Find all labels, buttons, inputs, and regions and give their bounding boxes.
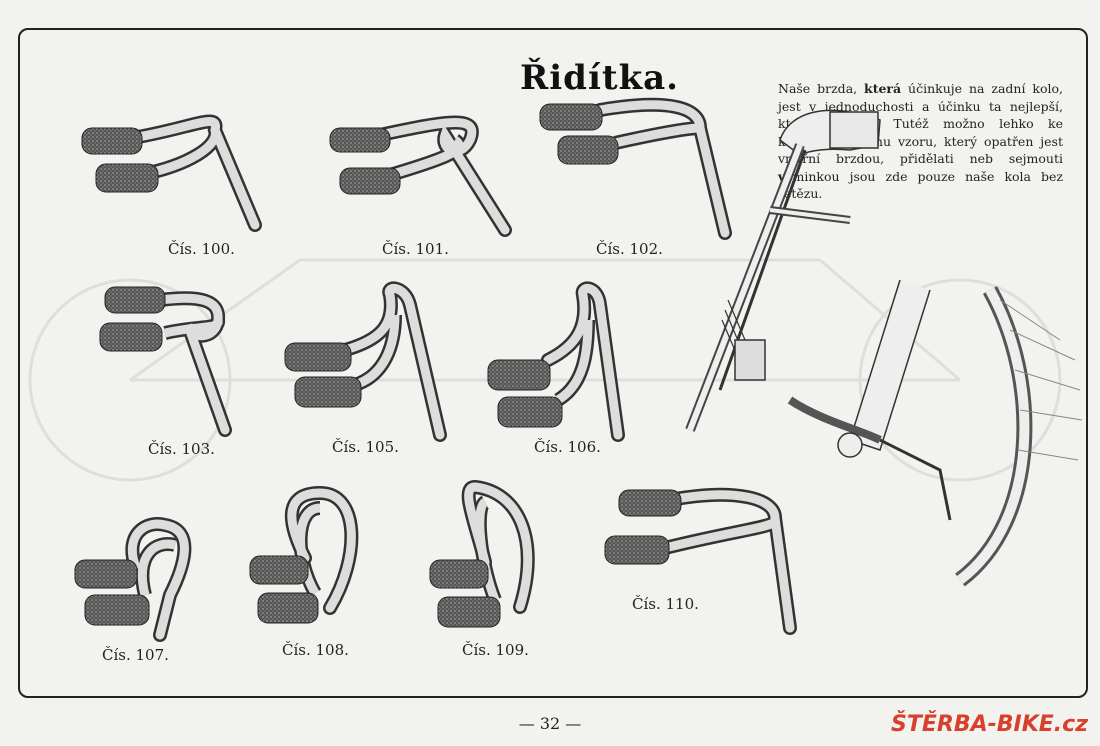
handlebar-103 [99, 286, 232, 437]
label-106: Čís. 106. [534, 438, 601, 456]
label-102: Čís. 102. [596, 240, 663, 258]
handlebar-109 [429, 479, 535, 628]
watermark-logo: ŠTĚRBA-BIKE.cz [891, 712, 1088, 737]
label-105: Čís. 105. [332, 438, 399, 456]
label-108: Čís. 108. [282, 641, 349, 659]
label-109: Čís. 109. [462, 641, 529, 659]
handlebar-108 [249, 485, 359, 624]
handlebar-107 [74, 517, 192, 642]
handlebar-106 [487, 281, 625, 442]
desc-bold-a: která [864, 81, 902, 96]
desc-text-a: Naše brzda, [778, 81, 865, 96]
handlebar-100 [81, 114, 262, 232]
label-100: Čís. 100. [168, 240, 235, 258]
page-border [18, 28, 1088, 698]
label-101: Čís. 101. [382, 240, 449, 258]
handlebar-105 [284, 281, 447, 442]
brake-mechanism-drawing [685, 109, 1083, 587]
label-103: Čís. 103. [148, 440, 215, 458]
handlebar-102 [539, 97, 732, 240]
label-110: Čís. 110. [632, 595, 699, 613]
handlebar-110 [604, 487, 797, 635]
label-107: Čís. 107. [102, 646, 169, 664]
page-title: Řidítka. [520, 58, 679, 98]
handlebar-101 [329, 115, 512, 237]
page-number: — 32 — [518, 714, 582, 733]
